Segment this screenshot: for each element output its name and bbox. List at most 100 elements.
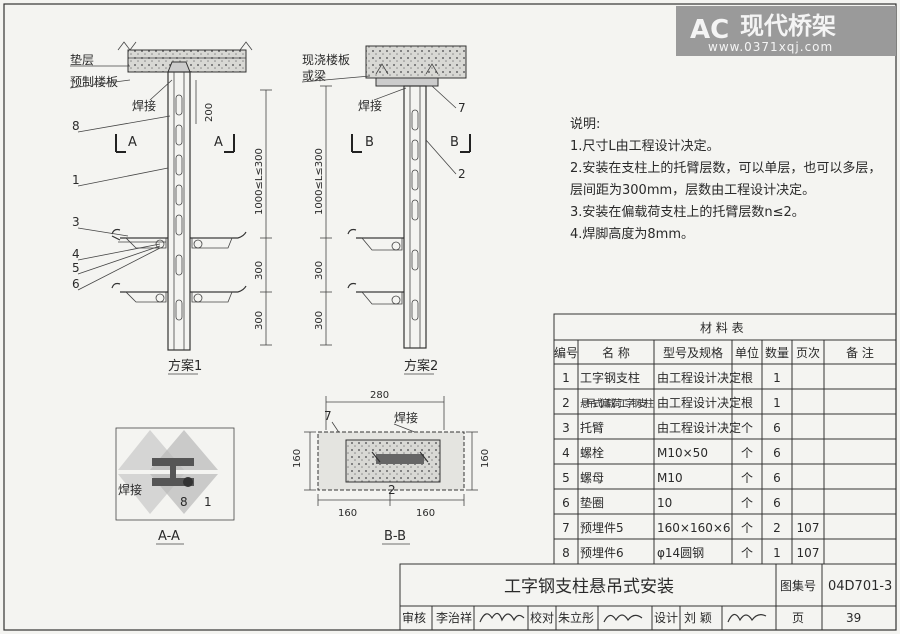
view-aa-caption: A-A: [158, 529, 180, 544]
table-cell: 2: [773, 521, 781, 535]
callout-3: 3: [72, 215, 80, 229]
atlas-label: 图集号: [780, 578, 816, 593]
designer-signature: [727, 613, 767, 623]
column-2: [403, 85, 427, 349]
table-cell: M10: [657, 471, 683, 485]
table-cell: 个: [741, 496, 753, 510]
logo-url: www.0371xqj.com: [708, 40, 833, 54]
table-cell: 预埋件6: [580, 546, 624, 560]
plan2-elevation: B B 1000≤L≤300 300 300 现浇楼板 或梁 焊接 7 2 方案…: [301, 45, 471, 375]
dim-300-c: 300: [314, 261, 325, 280]
table-cell: 107: [797, 521, 820, 535]
dim-200: 200: [204, 103, 215, 122]
callout-5: 5: [72, 261, 80, 275]
cast-slab: [365, 45, 467, 79]
table-cell: M10×50: [657, 446, 708, 460]
callout-8: 8: [72, 119, 80, 133]
label-weld-1: 焊接: [132, 98, 156, 113]
table-cell: 5: [562, 471, 570, 485]
dim-280: 280: [370, 390, 389, 401]
check-label: 校对: [530, 610, 554, 625]
label-or-beam: 或梁: [302, 68, 326, 83]
design-label: 设计: [654, 611, 678, 625]
note-5: 4.焊脚高度为8mm。: [570, 226, 694, 242]
table-cell: 个: [741, 421, 753, 435]
dim-160-bottom-1: 160: [338, 508, 357, 519]
label-cast-slab: 现浇楼板: [302, 52, 350, 67]
callout-7: 7: [458, 101, 466, 115]
table-cell: 7: [562, 521, 570, 535]
table-cell: 6: [773, 496, 781, 510]
column-1: [167, 71, 191, 351]
callout-4: 4: [72, 247, 80, 261]
section-bb: 280 焊接 7 160 160 2 160 160 B-B: [292, 390, 491, 545]
table-cell: 3: [562, 421, 570, 435]
callout-7b: 7: [324, 409, 332, 423]
dim-l-1: 1000≤L≤300: [254, 148, 265, 215]
note-4: 3.安装在偏载荷支柱上的托臂层数n≤2。: [570, 204, 805, 220]
table-cell: 4: [562, 446, 570, 460]
table-cell: 螺母: [580, 471, 604, 485]
label-precast-slab: 预制楼板: [70, 74, 118, 89]
table-cell: 6: [773, 446, 781, 460]
plan1-elevation: A A 200 1000≤L≤300 300 300 垫层 预制楼板 焊接 8 …: [69, 41, 272, 375]
table-header-cell: 型号及规格: [663, 345, 723, 360]
table-cell: 6: [773, 471, 781, 485]
callout-6: 6: [72, 277, 80, 291]
plan1-caption: 方案1: [168, 358, 202, 374]
callout-8b: 8: [180, 495, 188, 509]
section-mark-a-left: A: [128, 135, 137, 150]
checker-name: 朱立彤: [558, 610, 594, 625]
table-header-cell: 名 称: [602, 345, 630, 360]
table-cell: 根: [741, 371, 753, 385]
table-cell: 个: [741, 471, 753, 485]
section-mark-b-right: B: [450, 135, 459, 150]
section-mark-b-left: B: [365, 135, 374, 150]
dim-300-d: 300: [314, 311, 325, 330]
table-cell: 1: [773, 371, 781, 385]
designer-name: 刘 颖: [684, 611, 712, 625]
callout-1b: 1: [204, 495, 212, 509]
dim-160-right: 160: [480, 449, 491, 468]
table-cell: 6: [773, 421, 781, 435]
company-logo: AC 现代桥架 www.0371xqj.com: [676, 6, 896, 56]
table-cell: 根: [741, 396, 753, 410]
materials-title: 材 料 表: [700, 321, 744, 335]
table-cell: 1: [773, 396, 781, 410]
table-cell: 个: [741, 546, 753, 560]
table-cell: 10: [657, 496, 672, 510]
note-2: 2.安装在支柱上的托臂层数，可以单层，也可以多层，: [570, 160, 881, 176]
reviewer-name: 李治祥: [436, 610, 472, 625]
table-cell: 8: [562, 546, 570, 560]
table-cell: 托臂: [580, 421, 604, 435]
label-weld-3: 焊接: [118, 482, 142, 497]
callout-1: 1: [72, 173, 80, 187]
atlas-number: 04D701-3: [828, 579, 892, 594]
notes-title: 说明:: [570, 117, 600, 132]
label-weld-2: 焊接: [358, 98, 382, 113]
logo-mark: AC: [690, 15, 729, 45]
section-aa: 焊接 8 1 A-A: [115, 427, 235, 545]
dim-160-left: 160: [292, 449, 303, 468]
table-cell: 2: [562, 396, 570, 410]
table-cell: 螺栓: [580, 445, 604, 460]
view-bb-caption: B-B: [384, 529, 406, 544]
table-cell: 个: [741, 521, 753, 535]
table-header-cell: 单位: [735, 345, 759, 360]
label-layer: 垫层: [70, 52, 94, 67]
plan2-caption: 方案2: [404, 358, 438, 374]
table-cell: 由工程设计决定: [657, 420, 741, 435]
callout-2: 2: [458, 167, 466, 181]
note-1: 1.尺寸L由工程设计决定。: [570, 139, 720, 154]
table-cell: 1: [773, 546, 781, 560]
dim-l-2: 1000≤L≤300: [314, 148, 325, 215]
dim-300-a: 300: [254, 261, 265, 280]
table-cell: 个: [741, 446, 753, 460]
page-label: 页: [792, 611, 804, 625]
drawing-title: 工字钢支柱悬吊式安装: [504, 577, 674, 597]
table-cell: 160×160×6: [657, 521, 731, 535]
notes-block: 说明: 1.尺寸L由工程设计决定。 2.安装在支柱上的托臂层数，可以单层，也可以…: [570, 117, 881, 242]
reviewer-signature: [479, 612, 525, 623]
